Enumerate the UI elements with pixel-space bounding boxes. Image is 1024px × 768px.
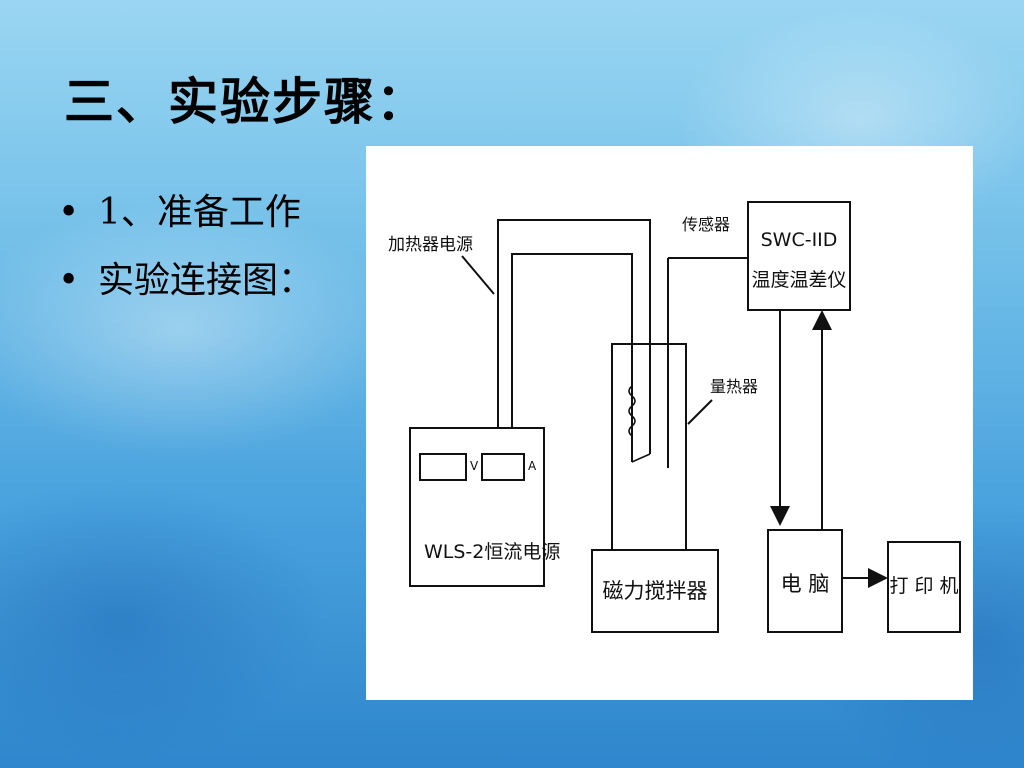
bullet-text: 1、准备工作: [98, 192, 301, 233]
temperature-instrument-box: [747, 201, 851, 311]
bullet-item: • 实验连接图：: [58, 256, 314, 324]
power-supply-name: WLS-2恒流电源: [424, 541, 560, 563]
printer-box: [887, 541, 961, 633]
calorimeter-label: 量热器: [710, 377, 758, 396]
bullet-item: • 1、准备工作: [58, 188, 314, 256]
temperature-instrument-model: SWC-IID: [761, 229, 838, 251]
heater-wire-joint: [631, 453, 651, 463]
calorimeter-leader-line: [687, 399, 713, 425]
heater-power-label: 加热器电源: [388, 235, 473, 255]
heater-wire-outer: [497, 219, 651, 454]
temperature-instrument-name: 温度温差仪: [751, 269, 846, 291]
bullet-dot-icon: •: [58, 192, 80, 233]
bullet-dot-icon: •: [58, 260, 80, 301]
magnetic-stirrer-label: 磁力搅拌器: [603, 579, 708, 603]
voltmeter-label: V: [470, 459, 479, 473]
bullet-text: 实验连接图：: [98, 260, 315, 301]
ammeter-label: A: [528, 459, 537, 473]
connection-diagram: 加热器电源 V A WLS-2恒流电源 传感器 量热器 磁力搅拌器 SWC-II…: [366, 146, 973, 700]
heater-power-leader-line: [461, 255, 495, 295]
slide-title: 三、实验步骤：: [64, 72, 428, 131]
voltmeter-window: [419, 453, 467, 481]
heater-coil-icon: [628, 385, 636, 437]
printer-label: 打 印 机: [889, 575, 958, 597]
computer-label: 电 脑: [781, 572, 830, 596]
magnetic-stirrer-box: [591, 549, 719, 633]
power-supply-box: [409, 427, 545, 587]
ammeter-window: [481, 453, 525, 481]
heater-wire-inner: [511, 253, 633, 462]
sensor-label: 传感器: [682, 215, 730, 234]
computer-box: [767, 529, 843, 633]
bullet-list: • 1、准备工作 • 实验连接图：: [58, 188, 314, 324]
